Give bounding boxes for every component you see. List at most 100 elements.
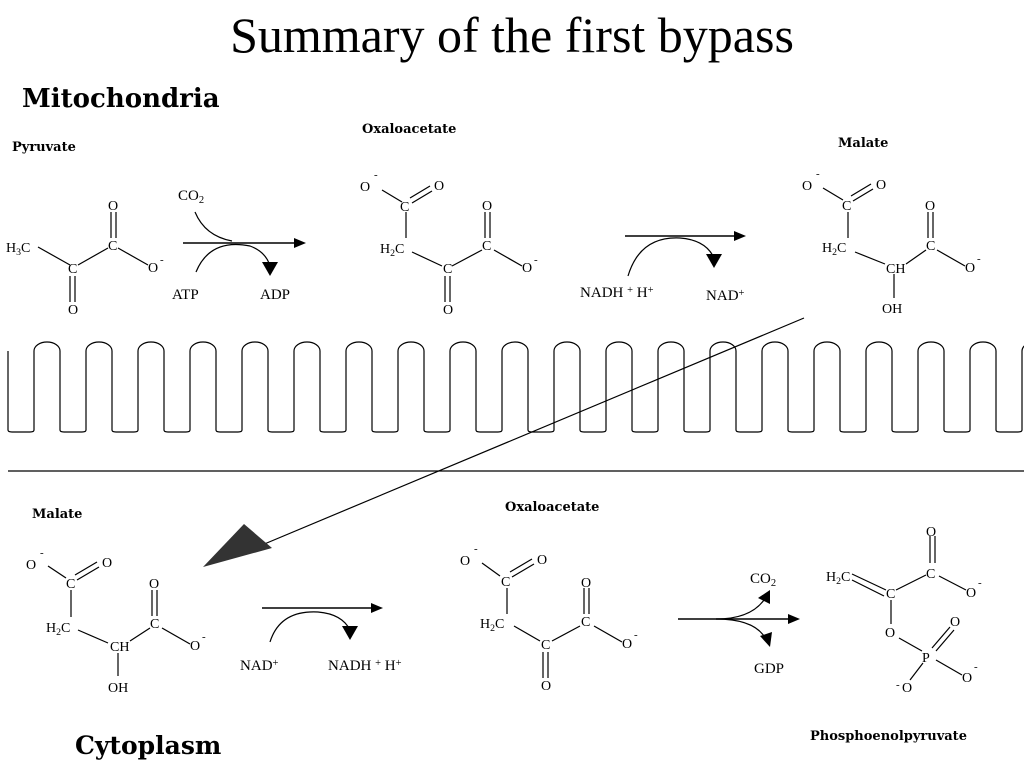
bond: [852, 188, 874, 202]
bond: [851, 573, 887, 591]
charge-minus: -: [534, 254, 538, 266]
arrowhead: [758, 590, 770, 604]
reaction-oxidation: NAD+ NADH + H+: [240, 603, 402, 674]
atom-o-minus: O: [190, 639, 200, 654]
label-nadh-out: NADH + H+: [328, 658, 402, 674]
co2-curve: [715, 599, 765, 620]
bond: [909, 662, 924, 681]
atom-o-minus: O: [460, 554, 470, 569]
atom-o: O: [581, 576, 591, 591]
atom-h2c: H2C: [826, 570, 850, 587]
bond: [593, 625, 623, 643]
malate-cyto-structure: O - C O H2C CH OH C O O -: [26, 547, 206, 696]
charge-minus: -: [634, 629, 638, 641]
atom-o: O: [885, 626, 895, 641]
atp-curve: [195, 243, 271, 273]
atom-o-minus: O: [522, 261, 532, 276]
bond: [411, 190, 433, 204]
atom-o-minus: O: [902, 681, 912, 696]
bond: [895, 574, 927, 591]
charge-minus: -: [977, 253, 981, 265]
label-adp: ADP: [260, 287, 290, 303]
bond: [898, 637, 923, 652]
bond: [851, 579, 885, 597]
atom-o-minus: O: [962, 671, 972, 686]
arrowhead: [342, 626, 358, 640]
bond: [513, 625, 541, 642]
atom-c: C: [886, 587, 895, 602]
arrowhead: [294, 238, 306, 248]
bond: [129, 627, 151, 642]
atom-o: O: [434, 179, 444, 194]
label-nad-in: NAD+: [240, 658, 279, 674]
atom-c: C: [443, 262, 452, 277]
bond: [551, 625, 581, 642]
atom-c: C: [482, 239, 491, 254]
arrowhead: [262, 262, 278, 276]
region-label-mitochondria: Mitochondria: [22, 84, 220, 114]
bond: [493, 249, 523, 267]
charge-minus: -: [374, 169, 378, 181]
inner-membrane: [7, 341, 1024, 433]
atom-c: C: [400, 200, 409, 215]
charge-minus: -: [40, 547, 44, 559]
bond: [411, 251, 443, 267]
cofactor-curve: [627, 237, 715, 277]
atom-o: O: [482, 199, 492, 214]
bond: [77, 247, 109, 266]
bond: [935, 659, 963, 676]
label-co2-out: CO2: [750, 571, 776, 589]
bond: [161, 627, 191, 645]
bond: [509, 558, 533, 573]
arrowhead: [734, 231, 746, 241]
arrowhead: [760, 632, 772, 647]
oxaloacetate-cyto-structure: O - C O H2C C O C O O -: [460, 543, 638, 694]
bond: [938, 575, 967, 591]
transport-arrowhead: [203, 524, 272, 567]
atom-h2c: H2C: [46, 621, 70, 638]
atom-o-minus: O: [622, 637, 632, 652]
atom-c: C: [150, 617, 159, 632]
charge-minus: -: [816, 168, 820, 180]
atom-h2c: H2C: [480, 617, 504, 634]
atom-o: O: [541, 679, 551, 694]
compound-label-pyruvate: Pyruvate: [12, 140, 76, 155]
slide-title: Summary of the first bypass: [230, 7, 794, 63]
bond: [905, 249, 927, 265]
atom-h2c: H2C: [380, 242, 404, 259]
bond: [481, 562, 501, 577]
charge-minus: -: [202, 631, 206, 643]
atom-o-minus: O: [802, 179, 812, 194]
charge-minus: -: [978, 577, 982, 589]
malate-mito-structure: O - C O H2C CH OH C O O -: [802, 168, 981, 317]
atom-o: O: [925, 199, 935, 214]
atom-o-minus: O: [26, 558, 36, 573]
compound-label-malate-mito: Malate: [838, 136, 888, 151]
arrowhead: [788, 614, 800, 624]
gdp-curve: [715, 618, 765, 637]
bond: [935, 629, 955, 652]
label-nadh-in: NADH + H+: [580, 285, 654, 301]
atom-oh: OH: [108, 681, 128, 696]
label-nad-out: NAD+: [706, 288, 745, 304]
bond: [511, 563, 535, 578]
bond: [117, 247, 149, 266]
atom-o: O: [149, 577, 159, 592]
atom-o: O: [926, 525, 936, 540]
bond: [931, 626, 951, 649]
atom-c: C: [501, 575, 510, 590]
charge-minus: -: [160, 254, 164, 266]
bond: [409, 185, 431, 199]
atom-o: O: [102, 556, 112, 571]
bond: [76, 566, 100, 581]
bond: [854, 251, 886, 265]
charge-minus: -: [974, 661, 978, 673]
atom-c: C: [926, 239, 935, 254]
label-atp: ATP: [172, 287, 199, 303]
atom-ch: CH: [110, 640, 129, 655]
cofactor-curve: [269, 611, 351, 643]
charge-minus: -: [896, 679, 900, 691]
atom-o: O: [950, 615, 960, 630]
compound-label-pep: Phosphoenolpyruvate: [810, 729, 967, 744]
